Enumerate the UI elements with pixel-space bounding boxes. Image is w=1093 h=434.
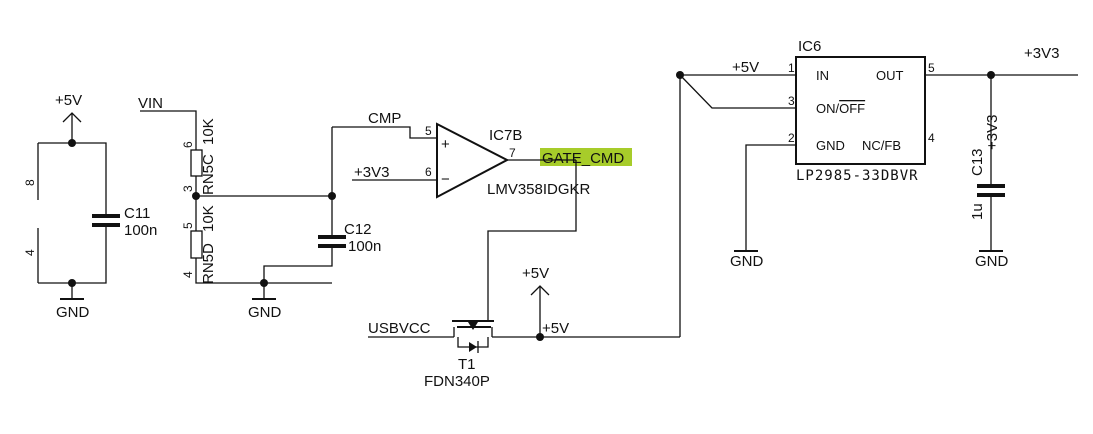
power-label-5v-t1: +5V bbox=[522, 265, 549, 282]
ic6-pin2-name: GND bbox=[816, 138, 845, 153]
ic7b-ref: IC7B bbox=[489, 127, 522, 144]
output-section: +3V3 GND C13 +3V3 1u bbox=[925, 45, 1078, 270]
ic6-pin3-number: 3 bbox=[788, 94, 795, 108]
c11-pin4-wire bbox=[38, 224, 107, 284]
c11-ref: C11 bbox=[124, 205, 150, 222]
cmp-net-wire bbox=[332, 126, 437, 139]
ic6-pin4-number: 4 bbox=[928, 131, 935, 145]
c13-value: 1u bbox=[969, 203, 986, 220]
opamp-triangle-icon bbox=[436, 122, 510, 199]
net-label-3v3-ref: +3V3 bbox=[354, 164, 389, 181]
net-label-3v3-c13: +3V3 bbox=[984, 115, 1001, 150]
ic6-ldo: +5V GND IC6 LP2985-33DBVR 1 IN 3 ON/OFF … bbox=[676, 38, 935, 337]
ic6-part: LP2985-33DBVR bbox=[796, 168, 919, 184]
ic6-pin5-number: 5 bbox=[928, 61, 935, 75]
ic6-body bbox=[795, 56, 926, 165]
net-label-5v-bus: +5V bbox=[542, 320, 569, 337]
junction-divider-node bbox=[192, 192, 200, 200]
net-label-gate-cmd: GATE_CMD bbox=[542, 150, 624, 167]
ic7b-pin7: 7 bbox=[509, 146, 516, 160]
rn5d-gnd-wire bbox=[195, 258, 332, 284]
c13-ref: C13 bbox=[969, 148, 986, 176]
t1-mosfet: USBVCC T1 FDN340P +5V +5V bbox=[368, 265, 680, 390]
ic7b-opamp: CMP +3V3 + − 5 6 7 IC7B LMV358IDGKR GATE… bbox=[332, 110, 632, 320]
rn5d-pin4: 4 bbox=[181, 271, 195, 278]
gate-drive-wire bbox=[487, 160, 577, 320]
vin-wire bbox=[140, 110, 197, 150]
rn5d-value: 10K bbox=[200, 205, 217, 232]
ic7b-pin6: 6 bbox=[425, 165, 432, 179]
c12-bottom-wire bbox=[263, 245, 333, 283]
power-label-gnd-ic6: GND bbox=[730, 253, 764, 270]
t1-arrow-icon bbox=[468, 322, 478, 330]
rn5d-ref: RN5D bbox=[200, 243, 217, 284]
c11-section: +5V GND C11 100n 8 4 bbox=[23, 92, 157, 321]
rn5c-ref: RN5C bbox=[200, 154, 217, 195]
rn5c-pin6: 6 bbox=[181, 141, 195, 148]
t1-part: FDN340P bbox=[424, 373, 490, 390]
ic7b-minus-symbol: − bbox=[441, 171, 450, 188]
ic6-pin4-name: NC/FB bbox=[862, 138, 901, 153]
ic7b-plus-symbol: + bbox=[441, 136, 450, 153]
ldo-enable-wire bbox=[679, 74, 796, 109]
ldo-input-wire bbox=[679, 74, 796, 337]
c12-value: 100n bbox=[348, 238, 381, 255]
rn5d-pin5: 5 bbox=[181, 222, 195, 229]
power-label-gnd-divider: GND bbox=[248, 304, 282, 321]
power-label-vin: VIN bbox=[138, 95, 163, 112]
ic6-pin2-number: 2 bbox=[788, 131, 795, 145]
net-label-5v-in: +5V bbox=[732, 59, 759, 76]
c11-pin4-number: 4 bbox=[23, 249, 37, 256]
t1-ref: T1 bbox=[458, 356, 476, 373]
ic6-pin3-name: ON/OFF bbox=[816, 101, 865, 116]
c12-section: C12 100n bbox=[263, 127, 381, 283]
ldo-gnd-wire bbox=[745, 144, 796, 250]
ic6-pin5-name: OUT bbox=[876, 68, 904, 83]
power-label-3v3-out: +3V3 bbox=[1024, 45, 1059, 62]
ic6-pin1-name: IN bbox=[816, 68, 829, 83]
c11-pin8-number: 8 bbox=[23, 179, 37, 186]
power-label-5v-c11: +5V bbox=[55, 92, 82, 109]
c11-pin8-wire bbox=[38, 142, 107, 215]
t1-diode-icon bbox=[469, 342, 477, 352]
ic6-pin1-number: 1 bbox=[788, 61, 795, 75]
net-label-usbvcc: USBVCC bbox=[368, 320, 431, 337]
net-label-cmp: CMP bbox=[368, 110, 401, 127]
rn5c-value: 10K bbox=[200, 118, 217, 145]
power-label-gnd-c11: GND bbox=[56, 304, 90, 321]
ic7b-pin5: 5 bbox=[425, 124, 432, 138]
rn5c-pin3: 3 bbox=[181, 185, 195, 192]
supply-arrow-icon bbox=[530, 285, 550, 296]
ic6-ref: IC6 bbox=[798, 38, 821, 55]
power-label-gnd-c13: GND bbox=[975, 253, 1009, 270]
supply-arrow-icon bbox=[62, 112, 82, 123]
c12-ref: C12 bbox=[344, 221, 372, 238]
c11-value: 100n bbox=[124, 222, 157, 239]
ic7b-part: LMV358IDGKR bbox=[487, 181, 591, 198]
gate-cmd-highlight bbox=[540, 148, 632, 166]
divider-section: VIN RN5C 10K 6 3 RN5D 10K 5 4 GND bbox=[138, 95, 336, 321]
